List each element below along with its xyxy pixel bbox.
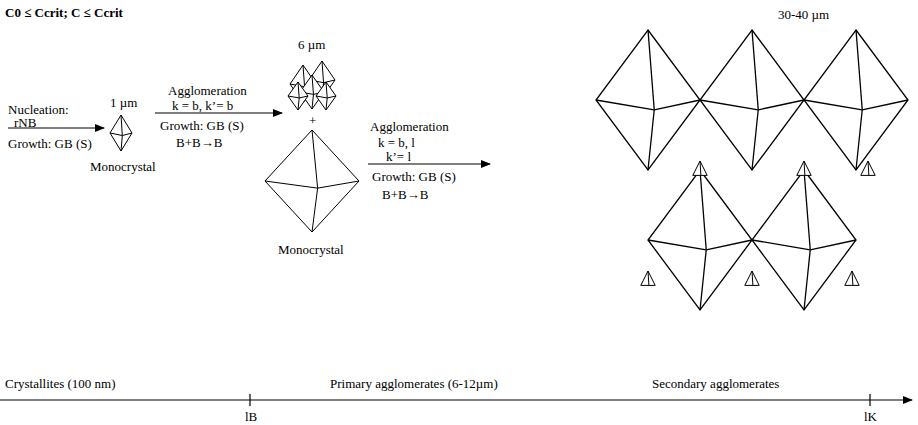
crystal-edge <box>700 161 702 175</box>
crystal-edge <box>862 100 908 110</box>
small-crystal <box>797 161 811 175</box>
crystal-edge <box>322 61 324 83</box>
axis-label: Secondary agglomerates <box>652 377 779 390</box>
crystal-edge <box>298 98 299 110</box>
small-crystal <box>745 271 759 285</box>
small-crystal <box>861 161 875 175</box>
crystal-edge <box>121 136 122 151</box>
axis-label: Primary agglomerates (6-12µm) <box>330 377 498 390</box>
axis-tick <box>869 394 870 406</box>
crystal-edge <box>752 30 758 110</box>
process-arrow <box>368 163 490 164</box>
crystal-edge <box>326 82 327 98</box>
crystal-edge <box>312 75 313 94</box>
crystal-edge <box>758 100 804 110</box>
kernel-label: k = b, l <box>378 136 415 149</box>
step-label: Nucleation: <box>8 103 69 116</box>
crystal-edge <box>327 96 336 98</box>
crystal-edge <box>298 82 299 98</box>
crystal-edge <box>700 170 706 250</box>
small-crystal <box>641 271 655 285</box>
octahedron-crystal <box>265 130 359 232</box>
crystal-edge <box>121 115 122 136</box>
octahedron-crystal <box>110 115 132 151</box>
crystal-edge <box>312 188 318 232</box>
crystal-edge <box>868 161 870 175</box>
step-label: Agglomeration <box>370 120 449 133</box>
crystal-edge <box>318 181 359 188</box>
axis-mark: lB <box>245 410 257 423</box>
growth-label: Growth: GB (S) <box>372 170 456 183</box>
crystal-edge <box>752 110 758 170</box>
kernel-label: k’= l <box>386 150 411 163</box>
octahedron-crystal <box>804 30 908 170</box>
crystal-edge <box>596 100 654 110</box>
octahedron-crystal <box>596 30 700 170</box>
axis-mark: lK <box>864 410 877 423</box>
crystal-label: Monocrystal <box>90 160 156 173</box>
crystal-edge <box>752 271 754 285</box>
crystal-edge <box>122 133 132 136</box>
growth-label: Growth: GB (S) <box>8 137 92 150</box>
crystal-edge <box>316 96 327 98</box>
crystal-edge <box>804 170 810 250</box>
axis-label: Crystallites (100 nm) <box>5 377 116 390</box>
size-label: 1 µm <box>110 96 137 109</box>
condition-note: C0 ≤ Ccrit; C ≤ Ccrit <box>5 6 123 19</box>
rate-label: rNB <box>14 116 36 129</box>
crystal-edge <box>752 240 810 250</box>
crystal-edge <box>326 98 327 110</box>
crystal-edge <box>654 100 700 110</box>
step-label: Agglomeration <box>168 84 247 97</box>
crystal-edge <box>804 100 862 110</box>
octahedron-crystal <box>752 170 856 310</box>
size-label: 6 µm <box>298 38 325 51</box>
crystal-edge <box>299 96 308 98</box>
crystal-edge <box>648 271 650 285</box>
crystal-drawings <box>110 30 908 310</box>
crystal-edge <box>856 110 862 170</box>
crystal-edge <box>852 271 854 285</box>
crystal-edge <box>110 133 122 136</box>
crystal-edge <box>288 96 299 98</box>
crystal-edge <box>312 130 318 188</box>
crystal-edge <box>312 94 313 109</box>
crystal-edge <box>648 240 706 250</box>
octahedron-crystal <box>316 82 336 110</box>
crystal-edge <box>648 30 654 110</box>
reaction-label: B+B→B <box>176 136 222 149</box>
crystal-edge <box>265 181 318 188</box>
axis-tick <box>249 394 250 406</box>
kernel-label: k = b, k’= b <box>172 99 233 112</box>
crystal-edge <box>804 250 810 310</box>
small-crystal <box>845 271 859 285</box>
crystal-edge <box>700 100 758 110</box>
plus-sign: + <box>309 114 316 127</box>
crystal-edge <box>810 240 856 250</box>
size-axis <box>0 399 912 400</box>
process-arrow <box>155 112 282 113</box>
reaction-label: B+B→B <box>382 188 428 201</box>
crystal-edge <box>303 65 305 87</box>
octahedron-crystal <box>700 30 804 170</box>
crystal-label: Monocrystal <box>278 243 344 256</box>
octahedron-crystal <box>288 82 308 110</box>
crystal-edge <box>804 161 806 175</box>
crystal-edge <box>700 250 706 310</box>
crystal-edge <box>706 240 752 250</box>
crystal-edge <box>856 30 862 110</box>
size-label: 30-40 µm <box>778 8 829 21</box>
small-crystal <box>693 161 707 175</box>
crystal-edge <box>648 110 654 170</box>
octahedron-crystal <box>648 170 752 310</box>
growth-label: Growth: GB (S) <box>160 119 244 132</box>
